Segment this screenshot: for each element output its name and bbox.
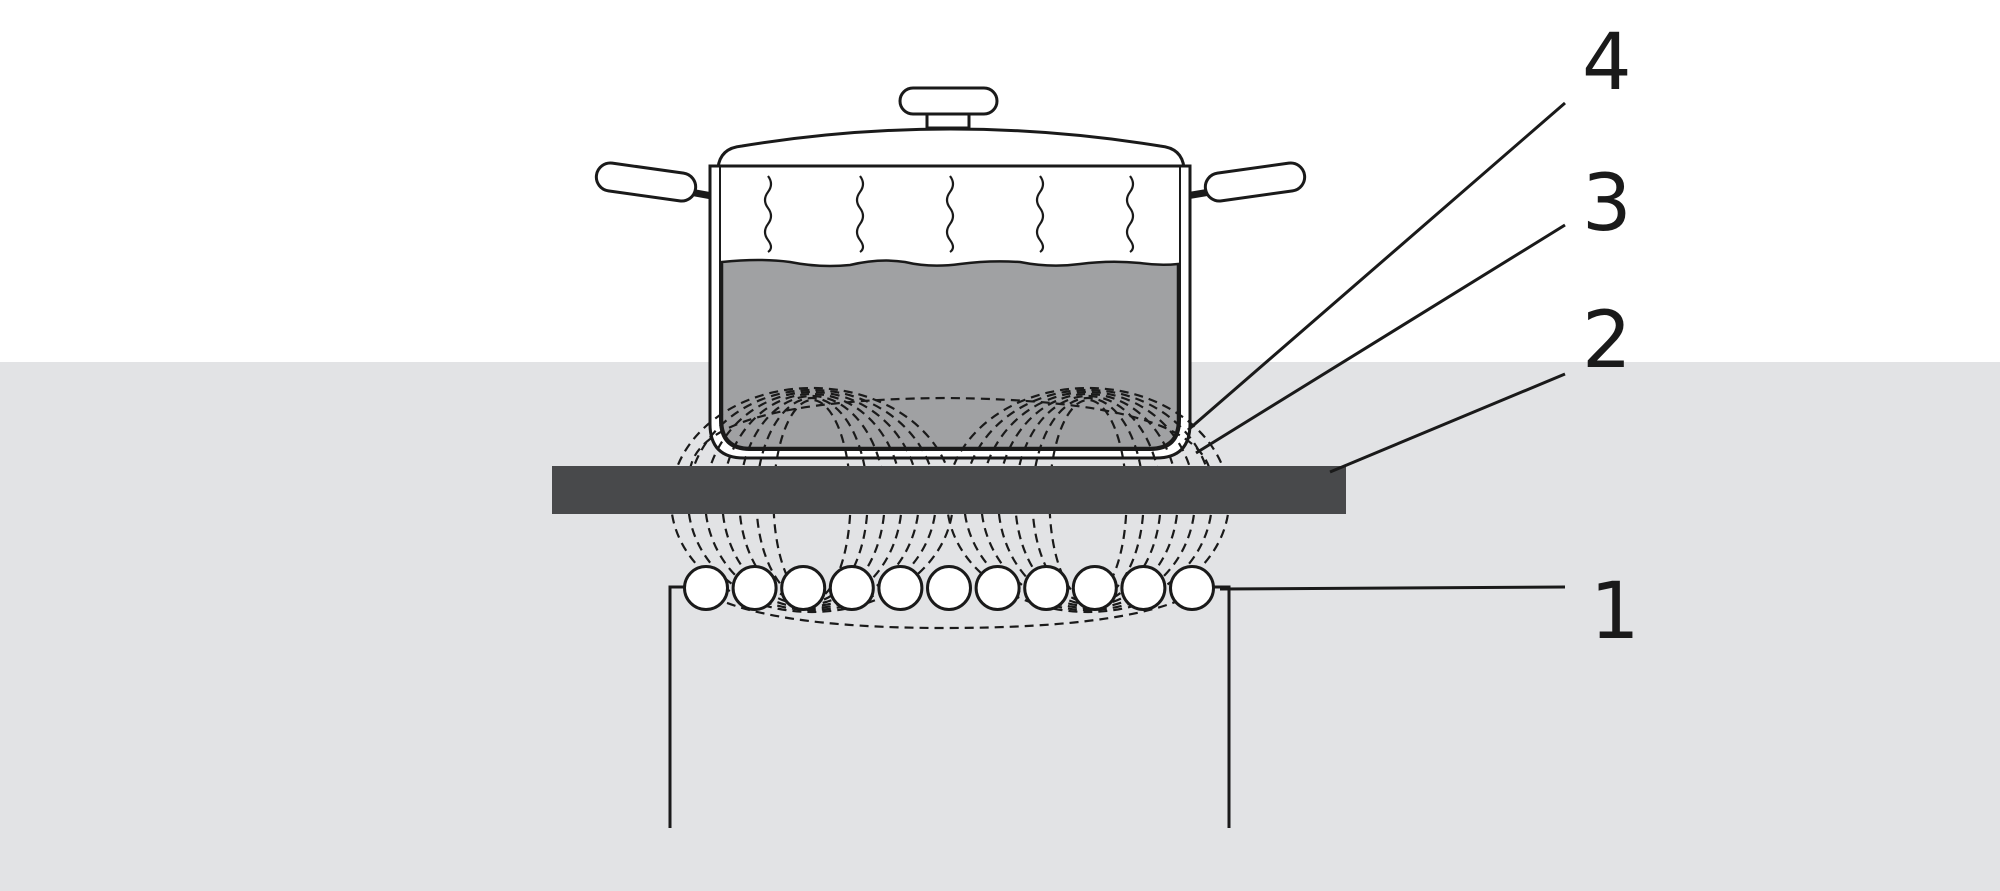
leader-line-1 <box>1219 585 1566 591</box>
induction-coil <box>683 565 1215 611</box>
steam-wisp-5 <box>1125 175 1135 253</box>
lid-knob <box>898 86 999 130</box>
steam-wisp-1 <box>763 175 773 253</box>
coil-turn <box>1023 565 1070 611</box>
water <box>720 258 1180 450</box>
coil-turn <box>1071 565 1118 611</box>
coil-turn <box>731 565 778 611</box>
coil-turn <box>780 565 827 611</box>
callout-4: 4 <box>1582 18 1632 108</box>
steam-wisp-3 <box>945 175 955 253</box>
coil-turn <box>1120 565 1167 611</box>
pot-lid <box>716 127 1186 170</box>
field-arch-top <box>688 396 1212 471</box>
pot-handle-right <box>1185 161 1307 203</box>
leader-lines <box>1187 101 1566 591</box>
coil-turn <box>877 565 924 611</box>
leader-line-2 <box>1329 372 1566 474</box>
leader-line-3 <box>1195 223 1566 455</box>
pot-handle-left <box>594 161 713 203</box>
coil-turn <box>683 565 729 611</box>
coil-turn <box>1169 565 1215 611</box>
steam-wisps <box>763 175 1135 253</box>
coil-turn <box>974 565 1021 611</box>
steam-wisp-2 <box>855 175 865 253</box>
steam-wisp-4 <box>1035 175 1045 253</box>
callout-1: 1 <box>1590 567 1640 657</box>
callout-2: 2 <box>1582 296 1632 386</box>
coil-turn <box>926 565 972 611</box>
leader-line-4 <box>1187 101 1566 432</box>
coil-turn <box>828 565 875 611</box>
callout-3: 3 <box>1582 159 1632 249</box>
glass-plate <box>552 466 1346 514</box>
